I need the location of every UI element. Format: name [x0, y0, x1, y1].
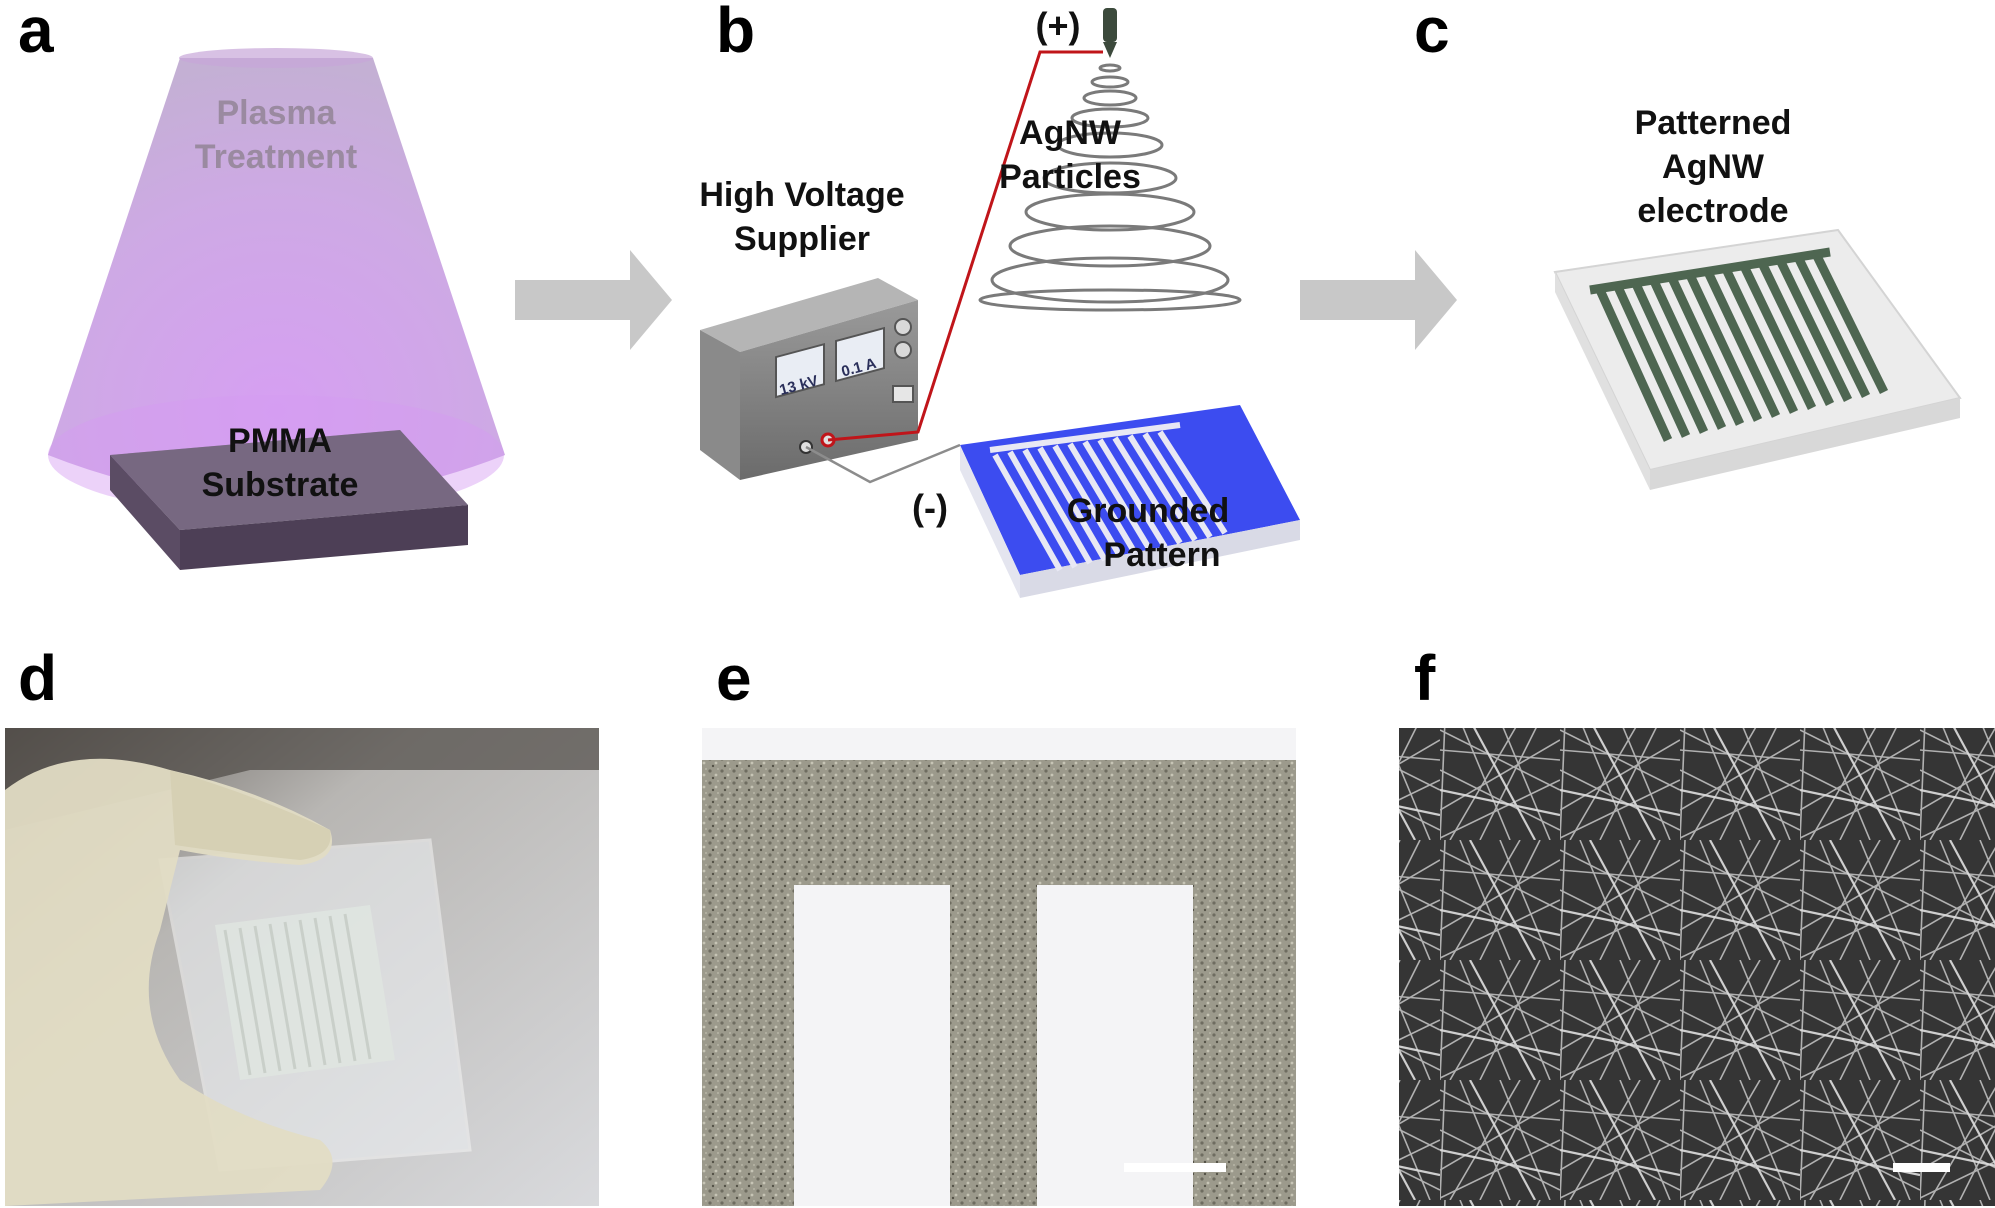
panel-letter-b: b: [716, 0, 755, 66]
process-arrow-1: [515, 250, 672, 350]
patterned-electrode: [1553, 228, 1962, 490]
electrode-label-line2: AgNW: [1662, 148, 1765, 186]
substrate-label-line2: Substrate: [202, 466, 359, 504]
particles-label-line2: Particles: [999, 158, 1141, 196]
pmma-substrate: [110, 430, 468, 570]
panel-letter-a: a: [18, 0, 54, 66]
substrate-label-line1: PMMA: [228, 422, 332, 460]
scale-bar-sem: [1893, 1163, 1950, 1172]
device-photo: [5, 728, 599, 1206]
plasma-label-line1: Plasma: [216, 94, 336, 132]
panel-letter-e: e: [716, 642, 752, 714]
sem-image: [1399, 728, 1995, 1206]
pattern-label-line2: Pattern: [1103, 536, 1220, 574]
panel-letter-d: d: [18, 642, 57, 714]
electrode-label-line1: Patterned: [1635, 104, 1792, 142]
positive-wire: [827, 50, 1103, 442]
panel-letter-f: f: [1414, 642, 1436, 714]
panel-letter-c: c: [1414, 0, 1450, 66]
plasma-label-line2: Treatment: [195, 138, 358, 176]
ground-wire: [805, 443, 961, 484]
optical-micrograph: [702, 728, 1296, 1206]
electrode-label-line3: electrode: [1637, 192, 1788, 230]
process-arrow-2: [1300, 250, 1457, 350]
particles-label-line1: AgNW: [1019, 114, 1122, 152]
supplier-label-line1: High Voltage: [699, 176, 904, 214]
pattern-label-line1: Grounded: [1067, 492, 1229, 530]
positive-terminal-label: (+): [1036, 5, 1081, 46]
scale-bar: [1124, 1163, 1226, 1172]
negative-terminal-label: (-): [912, 487, 948, 528]
supplier-label-line2: Supplier: [734, 220, 870, 258]
spray-nozzle: [1103, 8, 1117, 58]
agnw-spray-spiral: [978, 63, 1242, 312]
grounded-pattern: [960, 405, 1300, 598]
